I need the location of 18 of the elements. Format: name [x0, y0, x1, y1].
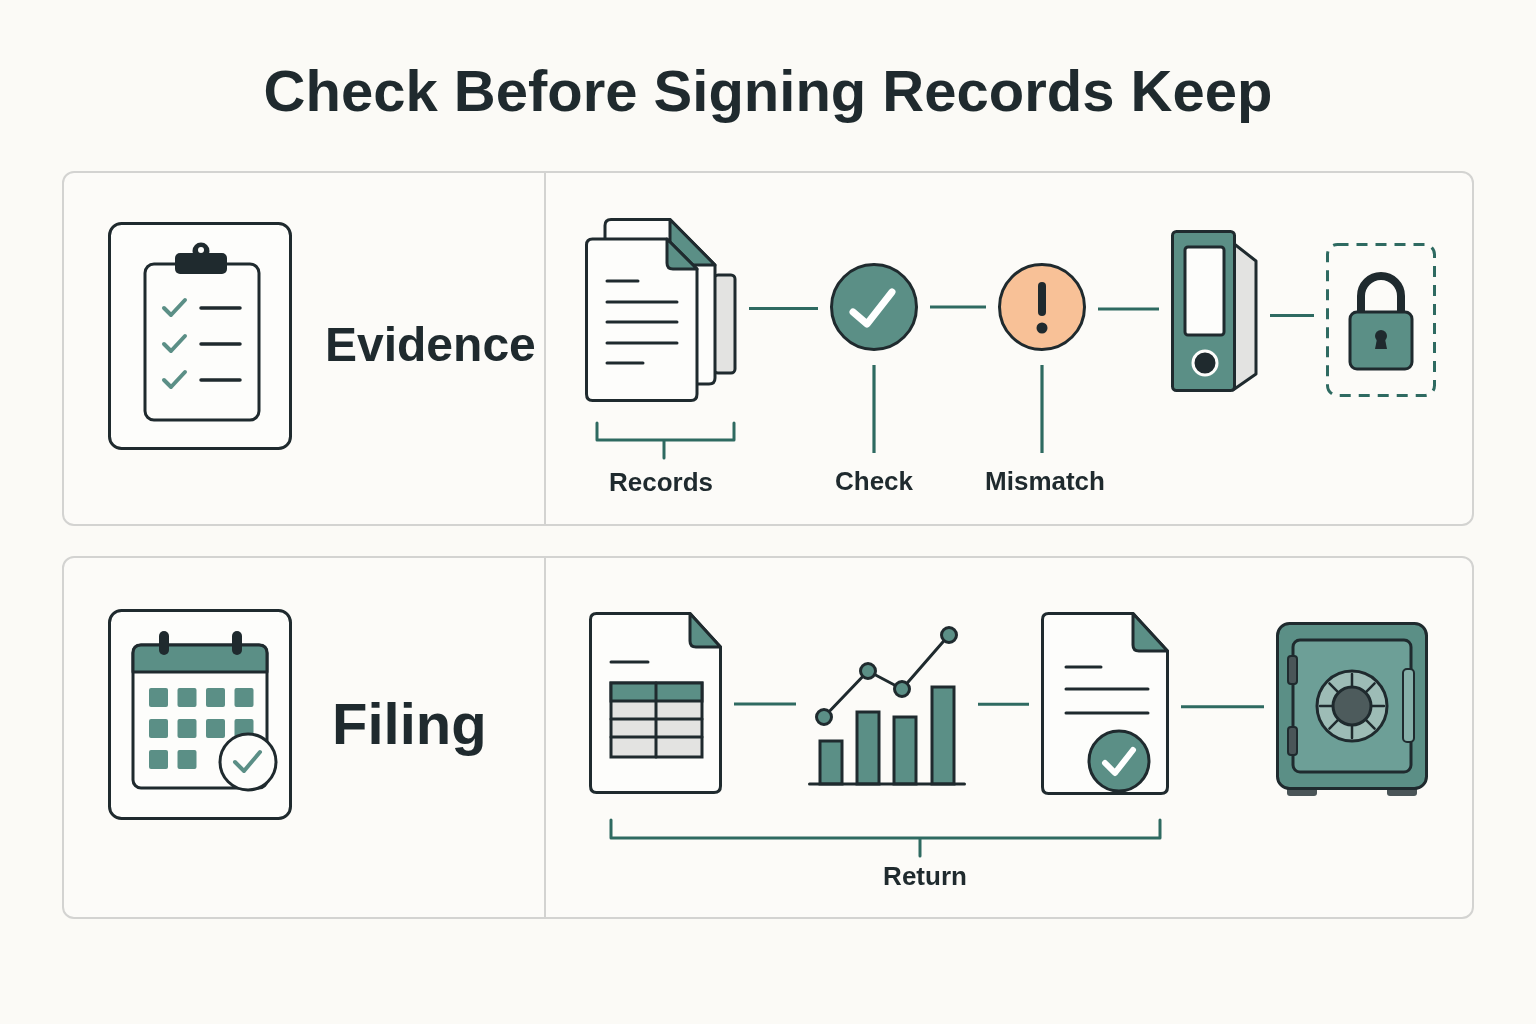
panel: [62, 171, 1474, 526]
panel-heading: Filing: [332, 692, 487, 756]
connector-line: [1181, 705, 1264, 709]
panel-heading: Evidence: [325, 318, 536, 372]
panel: [62, 556, 1474, 919]
group-label: Return: [883, 862, 967, 892]
leader-line: [872, 365, 876, 453]
connector-line: [978, 702, 1029, 706]
connector-line: [930, 305, 986, 309]
connector-line: [1270, 313, 1314, 318]
step-label: Mismatch: [985, 467, 1105, 497]
icon-caption: Records: [609, 468, 713, 498]
title: Check Before Signing Records Keep: [263, 57, 1273, 125]
step-label: Check: [835, 467, 913, 497]
connector-line: [749, 306, 818, 311]
connector-line: [1098, 307, 1159, 311]
leader-line: [1040, 365, 1044, 453]
connector-line: [734, 702, 796, 706]
